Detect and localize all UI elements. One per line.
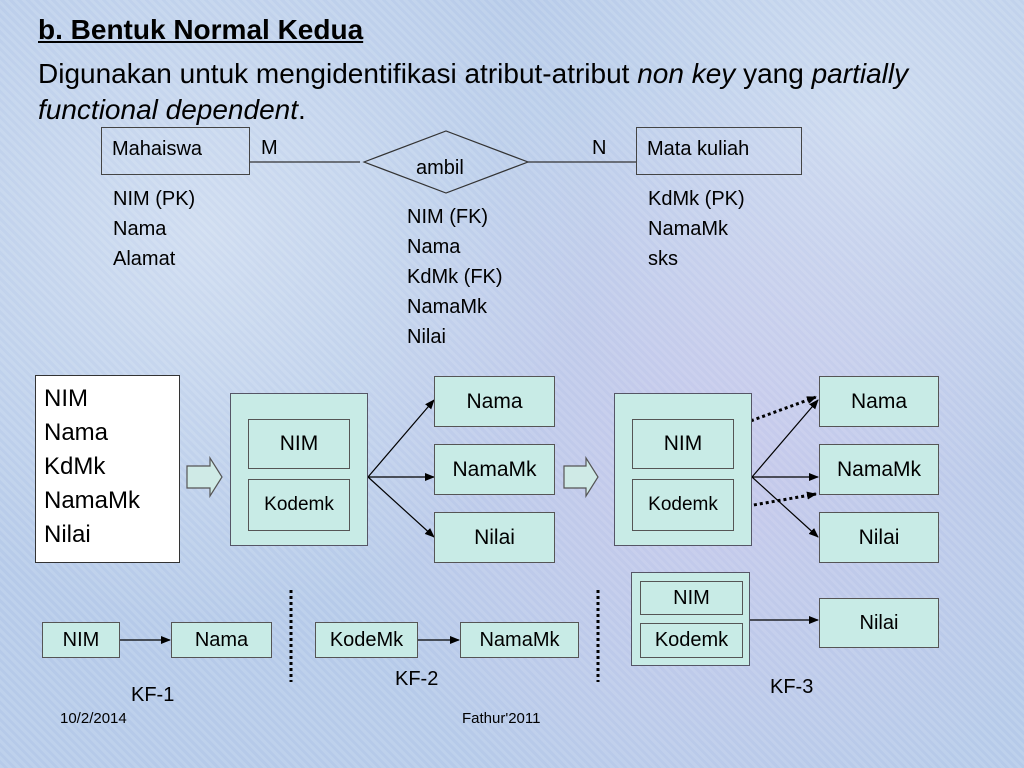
kf2-from-kodemk: KodeMk: [315, 622, 418, 658]
list-item: KdMk: [44, 453, 106, 480]
entity-mata-kuliah-label: Mata kuliah: [647, 138, 750, 160]
list-item: NamaMk: [44, 487, 141, 514]
g1-target-nilai: Nilai: [434, 512, 555, 563]
kf2-label: KF-2: [395, 668, 439, 690]
g1-arrow-nama: [367, 399, 435, 478]
list-item: NIM: [44, 385, 88, 412]
mahasiswa-attributes: NIM (PK) Nama Alamat: [113, 184, 195, 274]
footer-date: 10/2/2014: [60, 710, 127, 727]
footer-author: Fathur'2011: [462, 710, 541, 727]
g1-key-kodemk: Kodemk: [248, 479, 350, 531]
attr-item: Nilai: [407, 326, 446, 348]
desc-text-3: .: [298, 94, 306, 125]
kf3-key-nim: NIM: [640, 581, 743, 615]
attr-item: sks: [648, 248, 678, 270]
kf1-from-nim: NIM: [42, 622, 120, 658]
entity-mahasiswa: Mahaiswa: [101, 127, 250, 175]
g2-arrow-nilai: [751, 476, 819, 538]
block-arrow-1: [186, 455, 223, 499]
g1-target-nama: Nama: [434, 376, 555, 427]
kf1-label: KF-1: [131, 684, 175, 706]
cardinality-m: M: [261, 137, 278, 159]
attr-item: NIM (PK): [113, 188, 196, 210]
g1-arrow-nilai: [367, 476, 435, 538]
attr-item: KdMk (FK): [407, 266, 503, 288]
list-item: Nilai: [44, 521, 91, 548]
kf3-label: KF-3: [770, 676, 814, 698]
cardinality-n: N: [592, 137, 607, 159]
attr-item: Nama: [113, 218, 167, 240]
g2-target-nilai: Nilai: [819, 512, 939, 563]
kf3-to-nilai: Nilai: [819, 598, 939, 648]
attr-item: KdMk (PK): [648, 188, 745, 210]
attribute-list-box: NIM Nama KdMk NamaMk Nilai: [35, 375, 180, 563]
attr-item: Nama: [407, 236, 461, 258]
kf3-key-kodemk: Kodemk: [640, 623, 743, 658]
desc-italic-non-key: non key: [637, 58, 736, 89]
desc-text-1: Digunakan untuk mengidentifikasi atribut…: [38, 58, 638, 89]
entity-mata-kuliah: Mata kuliah: [636, 127, 802, 175]
ambil-attributes: NIM (FK) Nama KdMk (FK) NamaMk Nilai: [407, 202, 503, 352]
kf1-to-nama: Nama: [171, 622, 272, 658]
g2-target-namamk: NamaMk: [819, 444, 939, 495]
desc-text-2: yang: [735, 58, 812, 89]
block-arrow-2: [563, 455, 599, 499]
slide-title: b. Bentuk Normal Kedua: [38, 14, 364, 45]
attr-item: NamaMk: [407, 296, 488, 318]
kf2-to-namamk: NamaMk: [460, 622, 579, 658]
g2-key-nim: NIM: [632, 419, 734, 469]
g1-key-nim: NIM: [248, 419, 350, 469]
g1-target-namamk: NamaMk: [434, 444, 555, 495]
attr-item: NamaMk: [648, 218, 729, 240]
slide-description: Digunakan untuk mengidentifikasi atribut…: [38, 56, 998, 128]
list-item: Nama: [44, 419, 109, 446]
g2-arrow-nama: [751, 399, 819, 478]
relationship-label: ambil: [416, 157, 464, 179]
attr-item: Alamat: [113, 248, 176, 270]
g2-target-nama: Nama: [819, 376, 939, 427]
relationship-diamond: [362, 130, 530, 194]
attr-item: NIM (FK): [407, 206, 489, 228]
g2-key-kodemk: Kodemk: [632, 479, 734, 531]
desc-italic-partial: partially functional dependent: [38, 58, 909, 125]
mata-kuliah-attributes: KdMk (PK) NamaMk sks: [648, 184, 745, 274]
entity-mahasiswa-label: Mahaiswa: [112, 138, 203, 160]
